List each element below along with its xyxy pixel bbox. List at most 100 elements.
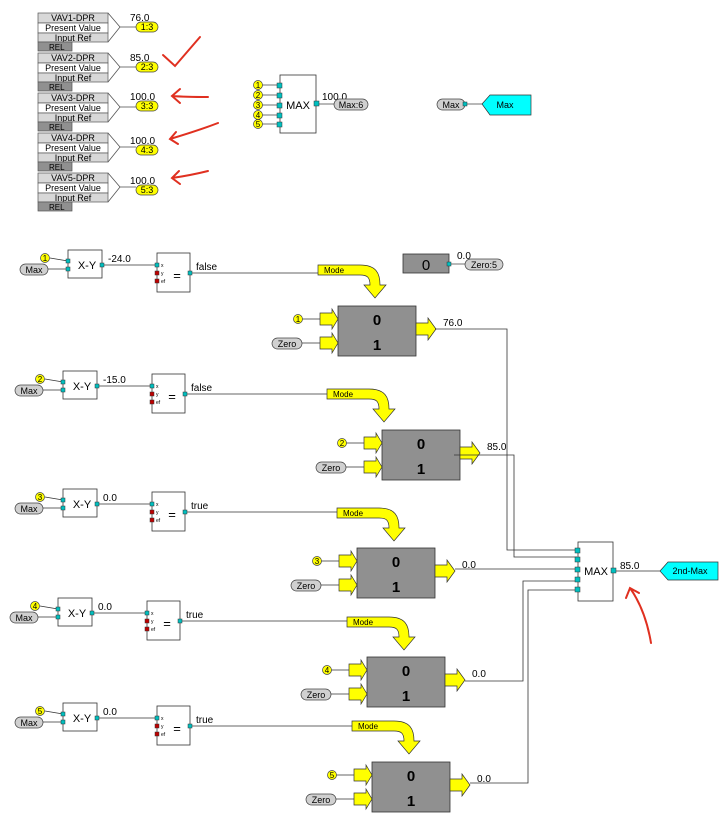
select-top-label: 0 [373, 312, 381, 329]
vav-name-3: VAV3-DPR [51, 93, 95, 103]
eq-label: = [173, 721, 181, 736]
vav-tag-2: 2:3 [141, 62, 154, 72]
eq-port-x: x [161, 263, 164, 269]
arrow-annotation-3 [170, 88, 209, 104]
row-compare-result: false [191, 383, 213, 394]
select-bottom-label: 1 [373, 337, 381, 354]
mode-label: Mode [324, 266, 345, 275]
row-diff-value: -15.0 [103, 375, 126, 386]
max-input-num-1: 1 [256, 81, 261, 90]
input-ref-label: Input Ref [55, 193, 92, 203]
arrow-annotation-output [625, 586, 652, 644]
max-label: MAX [286, 100, 311, 112]
max-block[interactable]: MAX 1 2 3 4 5 100.0 Max:6 [253, 74, 369, 134]
eq-label: = [163, 616, 171, 631]
select-input-num: 5 [330, 771, 335, 780]
eq-label: = [173, 268, 181, 283]
annotation-marks [162, 36, 652, 644]
select-bottom-label: 1 [417, 461, 425, 478]
eq-label: = [168, 507, 176, 522]
select-input-num: 2 [340, 439, 345, 448]
arrow-annotation-5 [170, 170, 209, 185]
eq-port-x: x [156, 502, 159, 508]
select-top-label: 0 [417, 436, 425, 453]
max2-block[interactable]: MAX 85.0 2nd-Max [574, 541, 719, 602]
select-output-value: 85.0 [487, 442, 507, 453]
vav-name-4: VAV4-DPR [51, 133, 95, 143]
select-input-num: 1 [296, 315, 301, 324]
arrow-annotation-4 [168, 122, 219, 145]
eq-port-ef: ef [161, 732, 166, 738]
xy-label: X-Y [73, 381, 92, 393]
input-ref-label: Input Ref [55, 113, 92, 123]
row-num: 5 [38, 707, 43, 716]
row-diff-value: 0.0 [103, 493, 117, 504]
row-compare-result: true [186, 610, 204, 621]
max2-output-value: 85.0 [620, 561, 640, 572]
mode-label: Mode [343, 509, 364, 518]
vav-value-3: 100.0 [130, 92, 155, 103]
present-value-label: Present Value [45, 63, 101, 73]
vav-value-1: 76.0 [130, 13, 150, 24]
select-top-label: 0 [407, 768, 415, 785]
rel-label: REL [49, 43, 65, 52]
vav-value-4: 100.0 [130, 136, 155, 147]
eq-port-x: x [156, 384, 159, 390]
select-bottom-label: 1 [402, 688, 410, 705]
xy-label: X-Y [68, 608, 87, 620]
vav-input-3[interactable]: VAV3-DPR Present Value Input Ref REL 100… [37, 92, 159, 132]
vav-input-2[interactable]: VAV2-DPR Present Value Input Ref REL 85.… [37, 52, 159, 92]
vav-input-1[interactable]: VAV1-DPR Present Value Input Ref REL 76.… [37, 12, 159, 52]
eq-port-y: y [156, 392, 159, 398]
select-output-value: 76.0 [443, 318, 463, 329]
max-input-num-2: 2 [256, 91, 261, 100]
row-compare-result: true [196, 715, 214, 726]
eq-port-y: y [156, 510, 159, 516]
vav-name-1: VAV1-DPR [51, 13, 95, 23]
zero-output-tag: Zero:5 [471, 260, 497, 270]
select-output-value: 0.0 [472, 669, 486, 680]
row-diff-value: 0.0 [98, 602, 112, 613]
xy-label: X-Y [73, 713, 92, 725]
row-num: 3 [38, 493, 43, 502]
select-input-num: 3 [315, 557, 320, 566]
row-max-ref: Max [15, 613, 33, 623]
eq-port-ef: ef [156, 400, 161, 406]
rel-label: REL [49, 163, 65, 172]
vav-name-2: VAV2-DPR [51, 53, 95, 63]
max-link[interactable]: Max Max [436, 94, 532, 116]
xy-label: X-Y [73, 499, 92, 511]
select-zero-ref: Zero [297, 581, 316, 591]
row-diff-value: -24.0 [108, 254, 131, 265]
select-bottom-label: 1 [407, 793, 415, 810]
present-value-label: Present Value [45, 143, 101, 153]
row-diff-value: 0.0 [103, 707, 117, 718]
select-input-num: 4 [325, 666, 330, 675]
select-bottom-label: 1 [392, 579, 400, 596]
collector-wires [435, 328, 577, 784]
eq-port-ef: ef [161, 279, 166, 285]
vav-input-5[interactable]: VAV5-DPR Present Value Input Ref REL 100… [37, 172, 159, 212]
select-zero-ref: Zero [322, 463, 341, 473]
rel-label: REL [49, 83, 65, 92]
eq-port-x: x [151, 611, 154, 617]
row-num: 4 [33, 602, 38, 611]
select-zero-ref: Zero [307, 690, 326, 700]
mode-label: Mode [333, 390, 354, 399]
max-output-tag: Max:6 [339, 100, 364, 110]
zero-constant[interactable]: 0 0.0 Zero:5 [402, 251, 504, 274]
present-value-label: Present Value [45, 103, 101, 113]
select-output-value: 0.0 [462, 560, 476, 571]
row-max-ref: Max [20, 718, 38, 728]
eq-port-ef: ef [151, 627, 156, 633]
max-link-tag: Max [496, 100, 514, 110]
eq-port-ef: ef [156, 518, 161, 524]
eq-port-y: y [151, 619, 154, 625]
vav-input-4[interactable]: VAV4-DPR Present Value Input Ref REL 100… [37, 132, 159, 172]
max-input-num-3: 3 [256, 101, 261, 110]
